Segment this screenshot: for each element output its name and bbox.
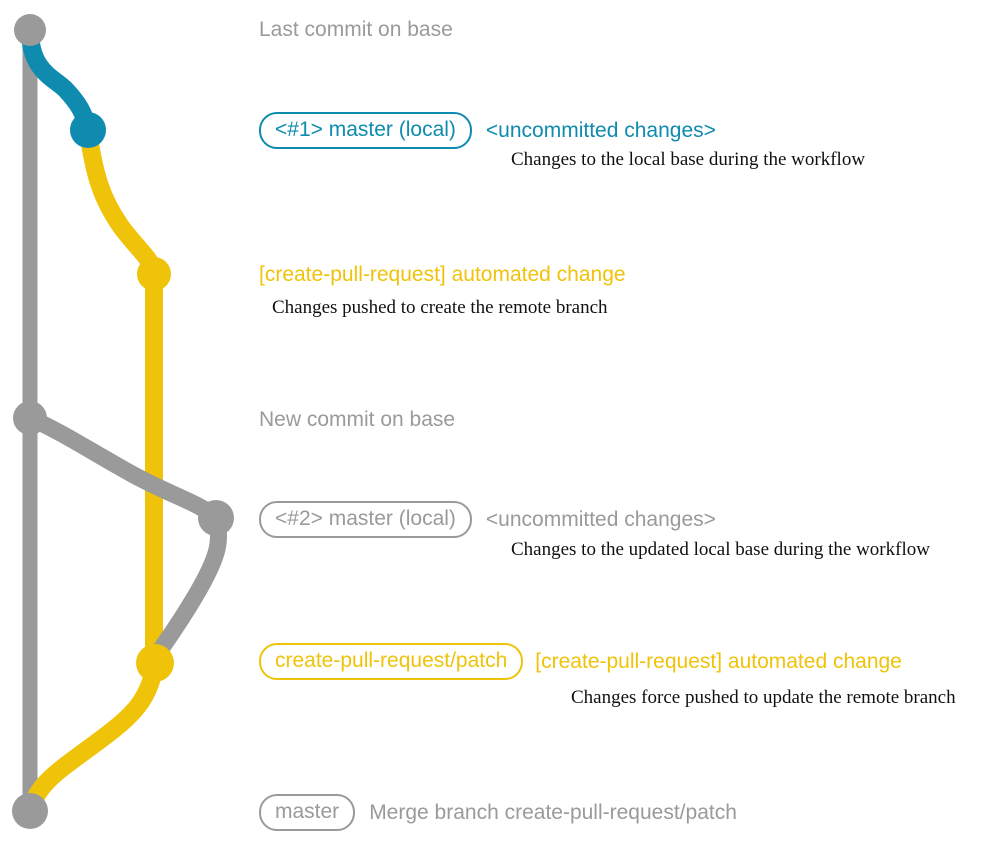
commit-row-local-2: <#2> master (local) <uncommitted changes… [259,501,716,538]
commit-subject-automated-change-2: [create-pull-request] automated change [535,650,902,673]
branch-pill-create-pull-request-patch[interactable]: create-pull-request/patch [259,643,524,680]
commit-description-3: Changes to the updated local base during… [511,539,930,560]
commit-node-local-commit-1[interactable] [70,112,106,148]
commit-description-2: Changes pushed to create the remote bran… [272,297,608,318]
commit-node-remote-commit-1[interactable] [137,257,171,291]
commit-description-1: Changes to the local base during the wor… [511,149,866,170]
commit-node-local-commit-2[interactable] [198,500,234,536]
branch-pill-master[interactable]: master [259,794,356,831]
branch-pill-master-local-2[interactable]: <#2> master (local) [259,501,472,538]
commit-node-base-head[interactable] [14,14,46,46]
label-new-commit-on-base: New commit on base [259,408,456,431]
remote-branch-line-1 [79,121,163,654]
remote-branch-line-2 [21,654,164,820]
branch-pill-master-local-1[interactable]: <#1> master (local) [259,112,472,149]
commit-row-master-merge: master Merge branch create-pull-request/… [259,794,737,831]
commit-subject-uncommitted-1: <uncommitted changes> [485,119,716,142]
local-branch-line-2 [21,409,228,664]
label-last-commit-on-base: Last commit on base [259,18,453,41]
commit-subject-automated-change-1: [create-pull-request] automated change [259,263,626,286]
commit-subject-uncommitted-2: <uncommitted changes> [485,508,716,531]
commit-description-4: Changes force pushed to update the remot… [571,687,956,708]
commit-subject-merge-branch: Merge branch create-pull-request/patch [369,801,737,824]
commit-row-local-1: <#1> master (local) <uncommitted changes… [259,112,716,149]
commit-node-remote-commit-2[interactable] [136,644,174,682]
commit-node-base-new[interactable] [13,401,47,435]
commit-node-master-merge[interactable] [12,793,48,829]
commit-row-remote-2: create-pull-request/patch [create-pull-r… [259,643,902,680]
